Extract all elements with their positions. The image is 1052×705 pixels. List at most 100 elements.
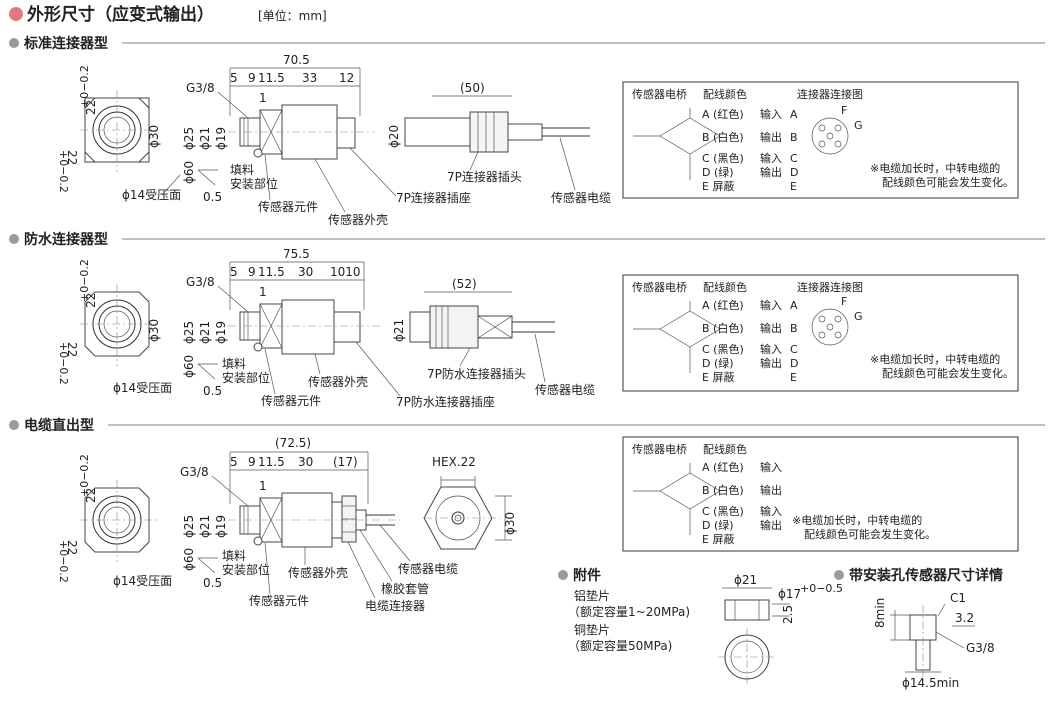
wire-b: B (白色): [702, 130, 744, 144]
title-dot: [9, 7, 23, 21]
connector-plug: (52) ϕ21 7P防水连接器插头 传感器电缆: [392, 277, 595, 397]
plug-label: 7P防水连接器插头: [427, 366, 526, 381]
housing-label: 传感器外壳: [288, 565, 348, 580]
dim-30: 30: [298, 265, 313, 279]
acc-d17tol: +0−0.5: [800, 582, 843, 595]
note-2: 配线颜色可能会发生变化。: [882, 366, 1014, 380]
cable-label: 传感器电缆: [398, 561, 458, 576]
wire-e: E 屏蔽: [702, 533, 734, 546]
hex-front-view: 22 +0−0.2 22 +0−0.2 ϕ14受压面: [57, 454, 172, 588]
section-heading: 防水连接器型: [24, 231, 108, 248]
pin-c: C: [790, 343, 798, 356]
one-label: 1: [259, 91, 267, 105]
plug-label: 7P连接器插头: [447, 169, 522, 184]
section-dot: [9, 38, 19, 48]
section-waterproof: 防水连接器型 22 +0−0.2 22 +0−0.2 ϕ30 ϕ14受压面: [9, 231, 1045, 409]
sensor-side-view: 70.5 5 9 11.5 33 12 G3/8 1 ϕ25 ϕ21 ϕ19 ϕ…: [182, 53, 471, 227]
dim-9: 9: [248, 455, 256, 469]
wiring-panel: 传感器电桥 配线颜色 连接器连接图 A (红色) 输入 A B (白色) 输出 …: [622, 274, 1019, 392]
func-b: 输出: [760, 483, 782, 497]
dim-5: 5: [230, 71, 238, 85]
d30-label: ϕ30: [147, 125, 161, 148]
section-standard: 标准连接器型 22 +0−0.2 22 +0−0.2 ϕ30 ϕ14受压面: [9, 35, 1045, 227]
dim-30: 30: [298, 455, 313, 469]
dim-1010: 1010: [330, 265, 361, 279]
acc-item2-note: （额定容量50MPa): [568, 638, 672, 653]
pin-c: C: [790, 152, 798, 165]
hex-top-label: 22: [84, 100, 98, 115]
d21-label: ϕ21: [198, 127, 212, 150]
section-heading: 标准连接器型: [23, 35, 108, 52]
bridge-title: 传感器电桥: [632, 281, 687, 294]
hex-top-tol: +0−0.2: [78, 454, 91, 497]
wire-e: E 屏蔽: [702, 371, 734, 384]
acc-item1-name: 铝垫片: [574, 588, 610, 603]
func-b: 输出: [760, 321, 782, 335]
hole-8min: 8min: [873, 598, 887, 628]
func-d: 输出: [760, 165, 782, 179]
d19-label: ϕ19: [214, 515, 228, 538]
section-cable-direct: 电缆直出型 22 +0−0.2 22 +0−0.2 ϕ14受压面: [9, 417, 1045, 613]
hex-end-view: HEX.22 ϕ30: [423, 455, 517, 550]
dim-5: 5: [230, 265, 238, 279]
accessory-heading: 附件: [573, 567, 601, 584]
hex-front-view: 22 +0−0.2 22 +0−0.2 ϕ30 ϕ14受压面: [57, 65, 181, 202]
dim-9: 9: [248, 265, 256, 279]
hole-d145: ϕ14.5min: [902, 676, 959, 690]
d21-label: ϕ21: [198, 321, 212, 344]
wire-c: C (黑色): [702, 151, 744, 165]
note-1: ※电缆加长时，中转电缆的: [870, 352, 1000, 366]
housing-label: 传感器外壳: [328, 212, 388, 227]
p14-label: ϕ14受压面: [122, 188, 181, 202]
func-c: 输入: [760, 151, 782, 165]
sensor-side-view: (72.5) 5 9 11.5 30 (17) G3/8 1 ϕ25 ϕ21 ϕ…: [180, 436, 458, 613]
pin-d: D: [790, 357, 798, 370]
note-1: ※电缆加长时，中转电缆的: [792, 513, 922, 527]
sensor-side-view: 75.5 5 9 11.5 30 1010 G3/8 1 ϕ25 ϕ21 ϕ19…: [182, 247, 495, 409]
hex-front-view: 22 +0−0.2 22 +0−0.2 ϕ30 ϕ14受压面: [57, 259, 172, 395]
rubber-label: 橡胶套管: [381, 581, 429, 596]
conn-title: 连接器连接图: [797, 281, 863, 294]
unit-label: [单位：mm]: [258, 8, 327, 23]
hex-bot-tol: +0−0.2: [57, 150, 70, 193]
hole-thread: G3/8: [966, 641, 995, 655]
wiring-panel: 传感器电桥 配线颜色 A (红色) 输入 B (白色) 输出 C (黑色) 输入…: [622, 436, 1019, 552]
wire-b: B (白色): [702, 321, 744, 335]
dim-17: (17): [333, 455, 358, 469]
wire-a: A (红色): [702, 298, 744, 312]
one-label: 1: [259, 285, 267, 299]
hex-top-tol: +0−0.2: [78, 259, 91, 302]
hex-bot-tol: +0−0.2: [57, 540, 70, 583]
wire-a: A (红色): [702, 460, 744, 474]
hex-bot-label: 22: [65, 150, 79, 165]
pin-d: D: [790, 166, 798, 179]
d25-label: ϕ25: [182, 321, 196, 344]
mounting-hole-section: 带安装孔传感器尺寸详情 C1 3.2 8min G3/8 ϕ14.5min: [834, 567, 1003, 690]
pin-g: G: [854, 119, 863, 132]
fill-label-2: 安装部位: [222, 370, 270, 385]
d60-label: ϕ60: [182, 161, 196, 184]
pin-f: F: [841, 295, 847, 308]
pin-a: A: [790, 299, 798, 312]
color-title: 配线颜色: [703, 442, 747, 456]
connector-plug: (50) ϕ20 7P连接器插头 传感器电缆: [387, 81, 611, 205]
func-a: 输入: [760, 460, 782, 474]
d60-label: ϕ60: [182, 548, 196, 571]
d25-label: ϕ25: [182, 515, 196, 538]
dim-total: (72.5): [275, 436, 311, 450]
pin-b: B: [790, 322, 798, 335]
element-label: 传感器元件: [249, 593, 309, 608]
fill-label-1: 填料: [222, 549, 246, 563]
cable-len: (52): [452, 277, 477, 291]
cable-len: (50): [460, 81, 485, 95]
wire-a: A (红色): [702, 107, 744, 121]
pin-a: A: [790, 108, 798, 121]
note-1: ※电缆加长时，中转电缆的: [870, 161, 1000, 175]
hex-top-label: 22: [84, 293, 98, 308]
d19-label: ϕ19: [214, 127, 228, 150]
cable-label: 传感器电缆: [551, 190, 611, 205]
thread-label: G3/8: [186, 81, 215, 95]
wire-c: C (黑色): [702, 342, 744, 356]
dim-115: 11.5: [258, 71, 285, 85]
color-title: 配线颜色: [703, 280, 747, 294]
